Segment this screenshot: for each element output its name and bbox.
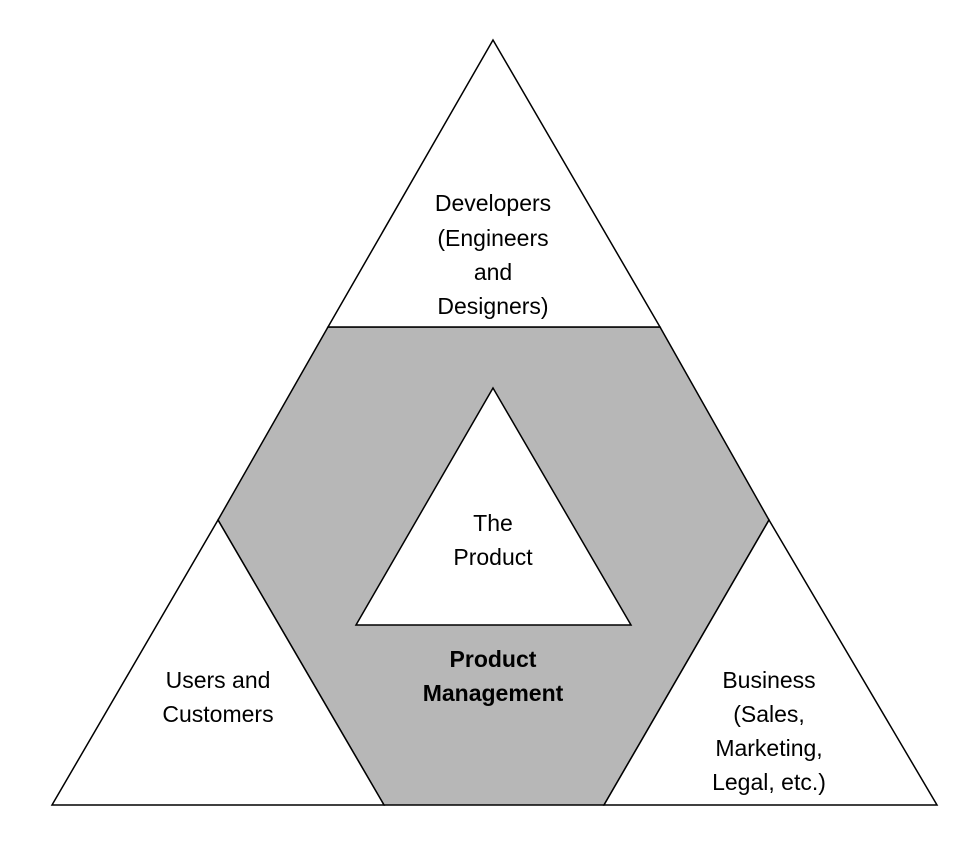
developers-label-line: Developers — [435, 190, 551, 216]
developers-triangle — [326, 38, 662, 328]
users-label-line: Customers — [162, 701, 273, 727]
product-management-label: Product Management — [423, 646, 564, 706]
business-label-line: Legal, etc.) — [712, 769, 826, 795]
users-triangle — [50, 518, 386, 806]
product-management-label-line: Product — [450, 646, 537, 672]
product-management-label-line: Management — [423, 680, 564, 706]
business-label: Business (Sales, Marketing, Legal, etc.) — [712, 667, 826, 795]
business-triangle — [602, 518, 939, 806]
business-label-line: (Sales, — [733, 701, 805, 727]
developers-label-line: and — [474, 259, 512, 285]
business-label-line: Business — [722, 667, 815, 693]
business-label-line: Marketing, — [715, 735, 822, 761]
product-label: The Product — [453, 510, 533, 570]
users-label-line: Users and — [166, 667, 271, 693]
product-label-line: Product — [453, 544, 533, 570]
users-label: Users and Customers — [162, 667, 273, 727]
product-triangle — [354, 386, 633, 626]
developers-label: Developers (Engineers and Designers) — [435, 190, 551, 319]
developers-label-line: Designers) — [437, 293, 548, 319]
developers-label-line: (Engineers — [437, 225, 548, 251]
product-label-line: The — [473, 510, 513, 536]
